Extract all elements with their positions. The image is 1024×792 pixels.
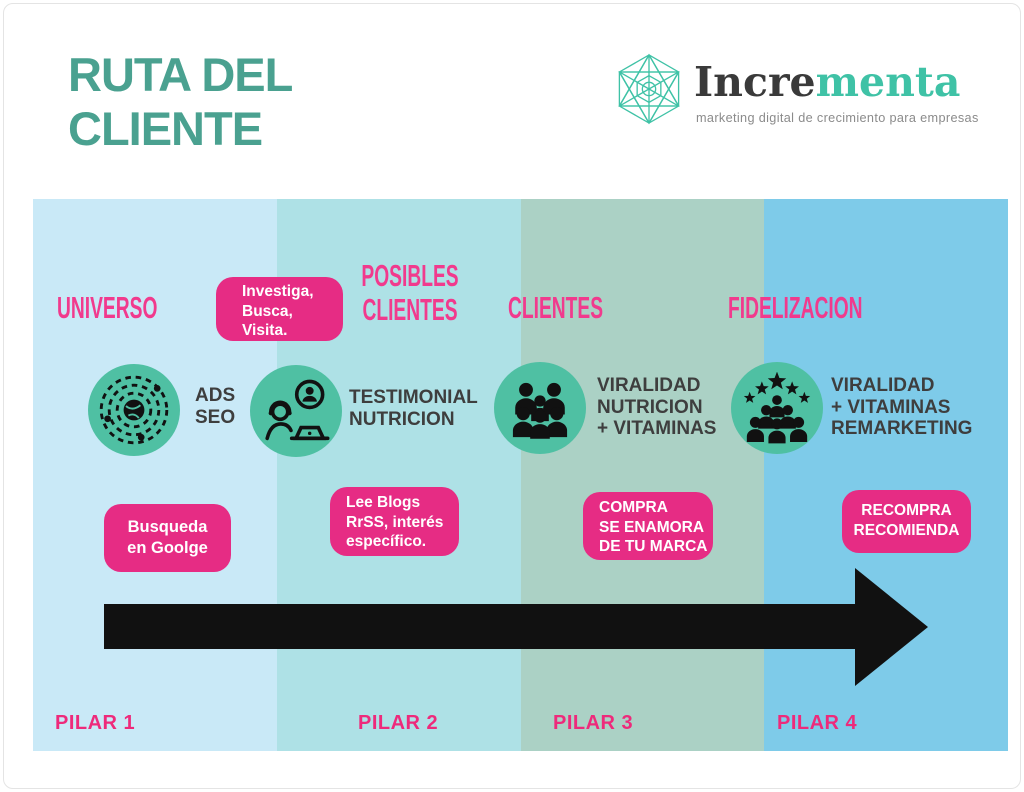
logo-text-accent: menta [815,58,961,106]
loyal-fans-stars-icon [743,372,811,444]
badge-lee-blogs-rrss: Lee Blogs RrSS, interés específico. [330,487,459,556]
testimonial-support-icon [265,379,330,441]
channel-line: NUTRICION [349,408,455,430]
page-title: RUTA DEL CLIENTE [68,48,293,156]
badge-line: SE ENAMORA [599,518,705,536]
channel-label-pillar-3: VIRALIDAD NUTRICION + VITAMINAS [597,375,716,440]
channel-line: + VITAMINAS [597,418,717,439]
pillar-2-circle [250,365,342,457]
logo-tagline: marketing digital de crecimiento para em… [696,111,979,125]
pillar-3-column [520,199,765,751]
pilar-4-label: PILAR 4 [777,712,858,734]
badge-line: específico. [346,533,427,550]
logo-wordmark: Incrementa [694,58,960,106]
stage-label-universo: UNIVERSO [57,290,158,325]
universe-orbits-icon [99,375,169,445]
badge-line: Busca, [242,302,293,320]
badge-investiga-busca-visita: Investiga, Busca, Visita. [216,277,343,341]
channel-label-pillar-1: ADS SEO [195,385,235,428]
page-title-line1: RUTA DEL [68,48,293,101]
journey-arrow [104,568,928,686]
channel-label-pillar-4: VIRALIDAD + VITAMINAS REMARKETING [831,375,972,440]
badge-line: en Goolge [127,539,208,557]
channel-line: VIRALIDAD [831,375,935,396]
stage-label-fidelizacion: FIDELIZACION [728,290,863,325]
incrementa-logo-icon [618,53,680,125]
badge-line: RECOMIENDA [853,522,960,539]
logo-text-dark: Incre [694,58,816,106]
badge-recompra-recomienda: RECOMPRA RECOMIENDA [842,490,971,553]
pillar-3-circle [494,362,586,454]
channel-line: TESTIMONIAL [349,387,478,408]
badge-busqueda-en-goolge: Busqueda en Goolge [104,504,231,572]
channel-line: + VITAMINAS [831,396,951,418]
badge-line: COMPRA [599,499,668,516]
pilar-1-label: PILAR 1 [55,712,136,734]
channel-label-pillar-2: TESTIMONIAL NUTRICION [349,387,478,430]
badge-line: RrSS, interés [346,513,444,531]
badge-line: Investiga, [242,283,314,300]
badge-line: DE TU MARCA [599,538,708,555]
stage-label-posibles-clientes: POSIBLES CLIENTES [361,258,459,327]
channel-line: VIRALIDAD [597,375,701,396]
pilar-2-label: PILAR 2 [358,712,439,734]
page-title-line2: CLIENTE [68,102,263,155]
badge-line: Busqueda [127,518,208,536]
badge-compra-se-enamora: COMPRA SE ENAMORA DE TU MARCA [583,492,713,560]
stage-label-clientes: CLIENTES [508,290,604,325]
channel-line: ADS [195,385,236,406]
pillar-columns [33,199,1008,751]
pillar-1-circle [88,364,180,456]
badge-line: RECOMPRA [861,502,952,519]
clients-group-icon [512,382,568,439]
channel-line: REMARKETING [831,418,973,439]
channel-line: SEO [195,406,236,428]
pillar-4-circle [731,362,823,454]
incrementa-logo: Incrementa marketing digital de crecimie… [610,50,978,140]
pilar-3-label: PILAR 3 [553,712,634,734]
badge-line: Visita. [242,322,288,339]
customer-journey-panel: UNIVERSO POSIBLES CLIENTES CLIENTES FIDE… [33,199,1008,751]
badge-line: Lee Blogs [346,494,421,511]
channel-line: NUTRICION [597,396,703,418]
